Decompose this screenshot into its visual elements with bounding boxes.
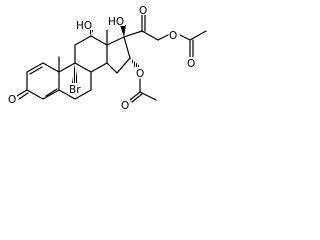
label-oh-c17: HO <box>108 16 124 28</box>
stereo-wedges <box>72 25 140 83</box>
ring-a <box>16 62 60 100</box>
label-ester-o-c21: O <box>169 30 177 42</box>
label-oxo-c3: O <box>8 94 16 106</box>
ring-c <box>74 35 108 73</box>
molecule-structure: O HO Br HO O O O O O <box>8 4 207 112</box>
label-oxo-c20: O <box>139 5 147 17</box>
c17-oh-wedge <box>120 25 126 37</box>
label-ester-o-c16: O <box>136 68 144 80</box>
label-bromo-c9: Br <box>69 84 81 96</box>
atom-labels: O HO Br HO O O O O O <box>8 4 196 112</box>
substituent-bonds <box>58 13 207 103</box>
label-ester-co-c16: O <box>121 100 129 112</box>
c9-br-hash <box>72 63 78 83</box>
label-oh-c11: HO <box>76 20 92 32</box>
ring-d <box>106 36 131 74</box>
label-ester-co-c21: O <box>187 58 195 70</box>
ring-b <box>58 62 92 100</box>
